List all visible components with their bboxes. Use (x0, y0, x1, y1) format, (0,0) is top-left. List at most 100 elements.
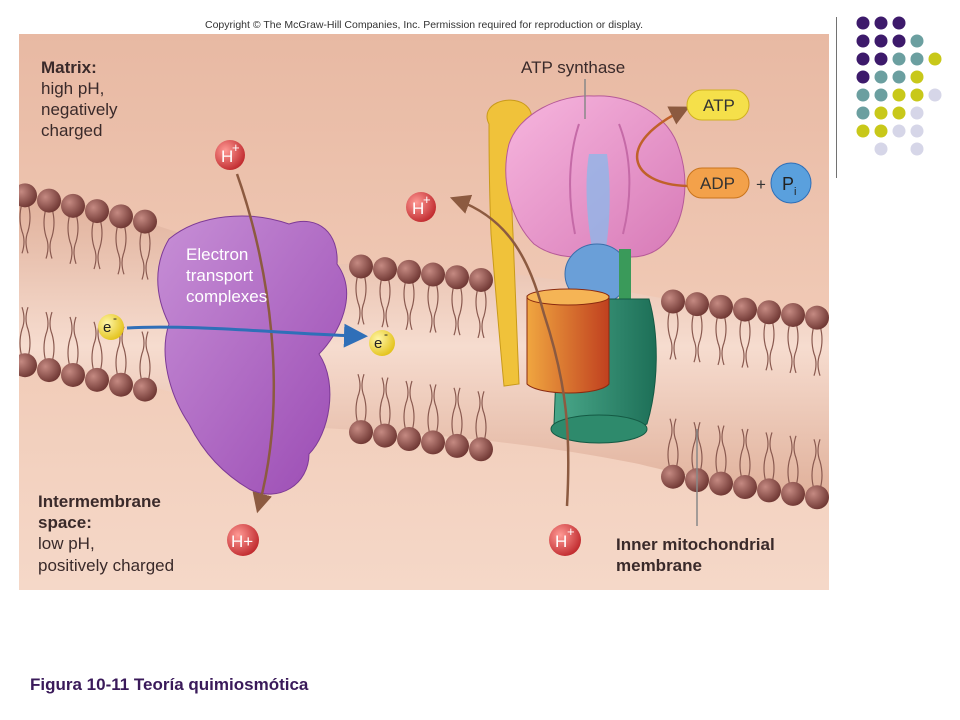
copyright-notice: Copyright © The McGraw-Hill Companies, I… (205, 19, 644, 31)
lipid-tail (49, 311, 55, 363)
lipid-head (661, 464, 685, 489)
deco-dot (928, 52, 942, 66)
lipid-tail (385, 276, 391, 328)
lipid-tail (121, 326, 127, 377)
lipid-tail (73, 213, 79, 265)
lipid-head (373, 423, 397, 448)
deco-dot (892, 88, 906, 102)
svg-text:P: P (782, 174, 794, 194)
phosphate-pi: P i (770, 162, 812, 204)
deco-dot (874, 16, 888, 30)
lipid-head (733, 297, 757, 322)
lipid-head (349, 420, 373, 445)
lipid-tail (787, 435, 793, 487)
deco-dot (856, 34, 870, 48)
lipid-tail (25, 203, 31, 254)
lipid-tail (715, 425, 721, 476)
lipid-tail (763, 320, 769, 371)
deco-dot (910, 70, 924, 84)
lipid-head (397, 259, 421, 284)
gamma-subunit (586, 154, 610, 259)
lipid-tail (403, 279, 409, 331)
h-ion-released: H + (406, 192, 436, 222)
lipid-tail (91, 218, 97, 270)
decorative-dot-grid (836, 16, 942, 178)
lipid-head (61, 193, 85, 218)
figure-caption: Figura 10-11 Teoría quimiosmótica (30, 675, 309, 694)
lipid-head (757, 478, 781, 503)
lipid-bilayer (19, 183, 829, 510)
lipid-tail (433, 384, 439, 435)
deco-dot (910, 142, 924, 156)
electron-in: e - (98, 311, 124, 340)
svg-text:+: + (567, 524, 575, 539)
lipid-tail (427, 384, 433, 435)
lipid-tail (121, 224, 127, 275)
h-ion-matrix: H + (215, 140, 245, 170)
intermembrane-label: Intermembrane space: low pH, positively … (38, 492, 174, 575)
lipid-head (709, 471, 733, 496)
lipid-tail (787, 322, 793, 374)
f0-stator (526, 290, 610, 394)
deco-dot (910, 106, 924, 120)
lipid-tail (379, 377, 385, 428)
lipid-tail (793, 322, 799, 374)
deco-dot (856, 106, 870, 120)
lipid-tail (115, 224, 121, 275)
svg-text:transport: transport (186, 266, 253, 285)
lipid-head (469, 267, 493, 292)
adp-molecule: ADP (686, 167, 750, 199)
lipid-tail (793, 435, 799, 487)
lipid-tail (433, 282, 439, 333)
svg-text:Electron: Electron (186, 245, 248, 264)
lipid-head (85, 367, 109, 392)
deco-dot (910, 88, 924, 102)
deco-dot (910, 52, 924, 66)
lipid-tail (697, 421, 703, 473)
lipid-tail (451, 387, 457, 439)
lipid-head (109, 204, 133, 229)
lipid-tail (97, 218, 103, 270)
atp-molecule: ATP (686, 89, 750, 121)
lipid-head (445, 433, 469, 458)
lipid-tail (745, 428, 751, 480)
deco-dot (892, 16, 906, 30)
matrix-label: Matrix: high pH, negatively charged (41, 58, 118, 140)
lipid-head (805, 485, 829, 510)
deco-dot (874, 34, 888, 48)
deco-dot (874, 52, 888, 66)
lipid-tail (691, 421, 697, 473)
svg-text:high pH,: high pH, (41, 79, 104, 98)
lipid-head (781, 302, 805, 327)
deco-dot (892, 70, 906, 84)
svg-text:+: + (423, 192, 431, 207)
lipid-tail (19, 307, 25, 358)
lipid-tail (715, 314, 721, 366)
lipid-tail (25, 307, 31, 358)
lipid-head (733, 475, 757, 499)
lipid-tail (457, 387, 463, 439)
svg-text:+: + (232, 140, 240, 155)
deco-dot (874, 88, 888, 102)
lipid-tail (481, 391, 487, 442)
lipid-tail (721, 314, 727, 366)
lipid-tail (73, 316, 79, 368)
lipid-tail (427, 282, 433, 333)
lipid-tail (811, 325, 817, 376)
lipid-head (61, 362, 85, 387)
svg-text:ADP: ADP (700, 174, 735, 193)
electron-flow-arrow (126, 323, 368, 348)
lipid-head (661, 289, 685, 314)
lipid-head (445, 265, 469, 290)
lipid-head (37, 188, 61, 213)
svg-text:charged: charged (41, 121, 102, 140)
lipid-tail (43, 208, 49, 259)
lipid-tail (817, 325, 823, 376)
deco-dot (892, 124, 906, 138)
lipid-tail (739, 317, 745, 368)
lipid-tail (721, 425, 727, 476)
lipid-tail (673, 418, 679, 469)
svg-text:Intermembrane: Intermembrane (38, 492, 161, 511)
lipid-head (19, 353, 37, 378)
lipid-head (85, 199, 109, 224)
